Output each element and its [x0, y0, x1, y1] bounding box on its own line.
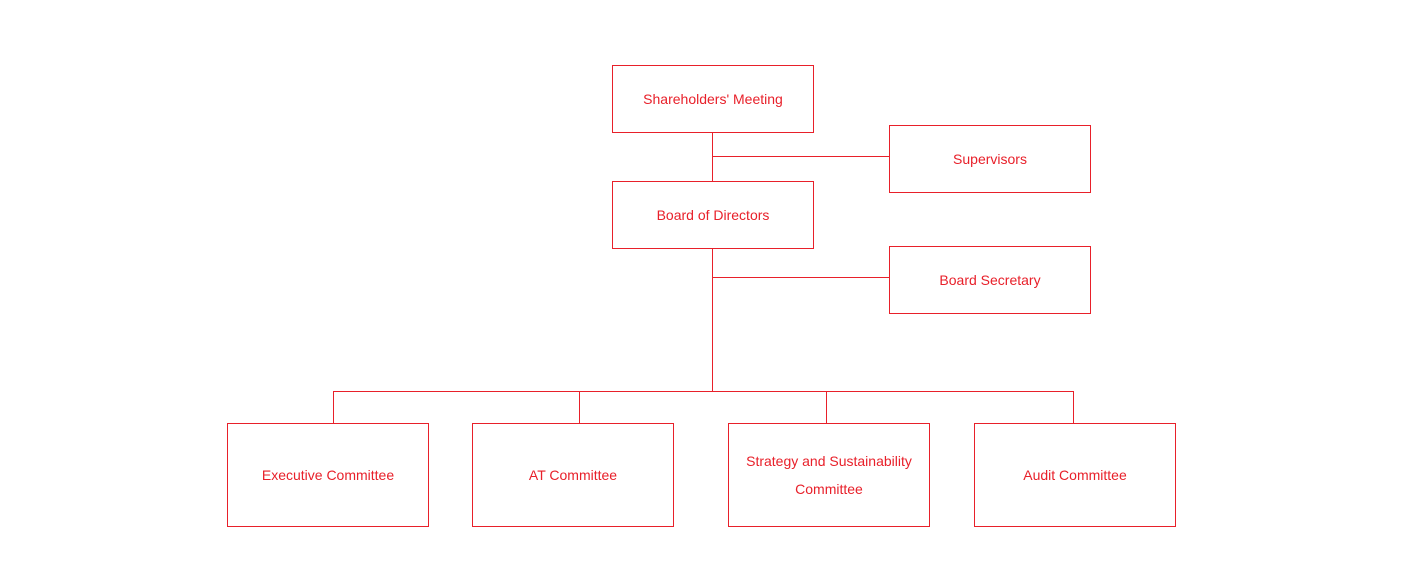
connector-board-to-committees — [712, 249, 713, 392]
connector-committee-bus — [333, 391, 1074, 392]
connector-to-strategy-committee — [826, 391, 827, 423]
node-label: AT Committee — [528, 467, 618, 483]
node-supervisors: Supervisors — [889, 125, 1091, 193]
connector-to-supervisors — [712, 156, 889, 157]
connector-to-board-secretary — [712, 277, 889, 278]
connector-to-at-committee — [579, 391, 580, 423]
node-shareholders-meeting: Shareholders' Meeting — [612, 65, 814, 133]
connector-to-executive-committee — [333, 391, 334, 423]
connector-shareholders-to-board — [712, 133, 713, 181]
node-audit-committee: Audit Committee — [974, 423, 1176, 527]
node-board-secretary: Board Secretary — [889, 246, 1091, 314]
node-label: Executive Committee — [261, 467, 395, 483]
node-label: Strategy and Sustainability Committee — [746, 453, 912, 497]
connector-to-audit-committee — [1073, 391, 1074, 423]
node-executive-committee: Executive Committee — [227, 423, 429, 527]
node-board-of-directors: Board of Directors — [612, 181, 814, 249]
node-label: Audit Committee — [1023, 467, 1127, 483]
node-at-committee: AT Committee — [472, 423, 674, 527]
node-label: Supervisors — [953, 151, 1027, 167]
node-strategy-and-sustainability-committee: Strategy and Sustainability Committee — [728, 423, 930, 527]
node-label: Board Secretary — [939, 272, 1041, 288]
node-label: Board of Directors — [656, 207, 770, 223]
node-label: Shareholders' Meeting — [643, 91, 783, 107]
